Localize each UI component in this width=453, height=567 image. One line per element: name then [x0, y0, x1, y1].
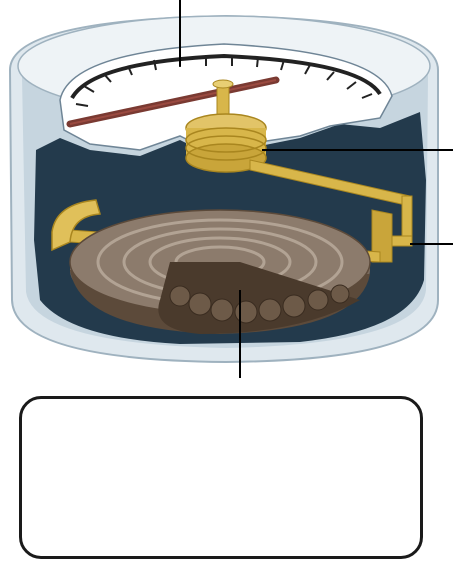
- vacuum-capsule: [70, 210, 370, 334]
- barometer-diagram: [0, 0, 453, 380]
- answer-box[interactable]: [19, 396, 423, 559]
